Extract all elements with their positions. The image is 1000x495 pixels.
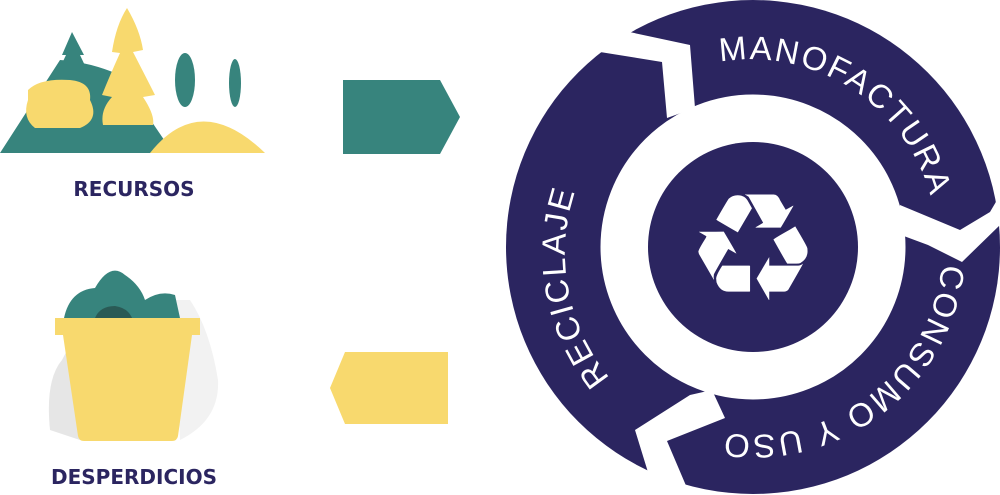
waste-label: DESPERDICIOS xyxy=(51,465,217,489)
bin-icon xyxy=(63,335,192,441)
plants-icon xyxy=(64,270,180,318)
waste-bin-illustration xyxy=(48,270,219,441)
cycle-ring xyxy=(506,0,1000,495)
resources-illustration xyxy=(0,8,265,153)
arrow-left-icon xyxy=(330,352,448,424)
recycle-icon: ♻ xyxy=(686,162,820,336)
pine-tree-icon xyxy=(58,32,88,72)
arrow-right-icon xyxy=(343,80,460,154)
resources-label: RECURSOS xyxy=(73,177,194,201)
tree-icon xyxy=(102,8,155,125)
center-disc xyxy=(648,142,858,352)
